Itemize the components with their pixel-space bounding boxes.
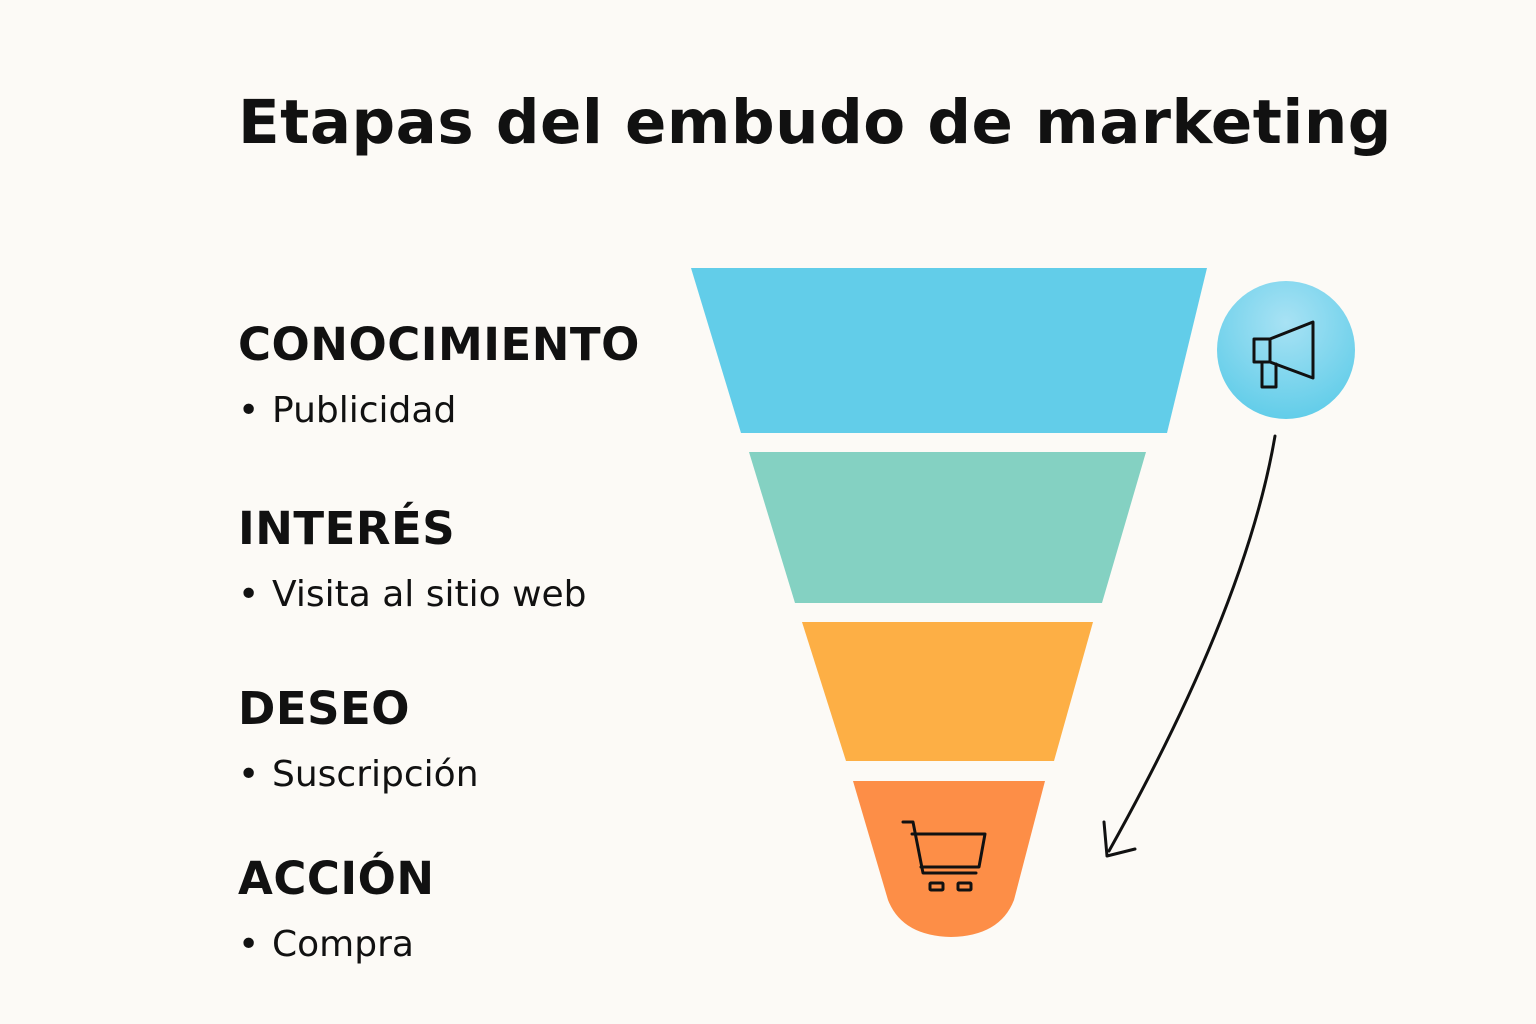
stage-item: • Compra [238,927,435,963]
stage-item-label: Visita al sitio web [272,574,587,615]
bullet: • [238,924,260,965]
funnel-layer-deseo [802,622,1093,761]
stage-item: • Publicidad [238,393,640,429]
stage-item-label: Suscripción [272,754,479,795]
bullet: • [238,574,260,615]
stage-conocimiento: CONOCIMIENTO •Publicidad [238,322,640,429]
funnel-layer-interes [749,452,1146,603]
stage-name: INTERÉS [238,502,456,555]
stage-name: CONOCIMIENTO [238,318,640,371]
stage-name: ACCIÓN [238,852,435,905]
stage-item-label: Compra [272,924,414,965]
stage-deseo: DESEO •Suscripción [238,686,479,793]
funnel-layer-conocimiento [691,268,1207,433]
stage-item: • Suscripción [238,757,479,793]
stage-item-label: Publicidad [272,390,457,431]
page-title: Etapas del embudo de marketing [238,87,1392,158]
stage-name: DESEO [238,682,410,735]
megaphone-badge [1217,281,1355,419]
megaphone-icon [1252,320,1315,389]
stage-item: • Visita al sitio web [238,577,587,613]
stage-interes: INTERÉS •Visita al sitio web [238,506,587,613]
shopping-cart-icon [901,820,987,892]
bullet: • [238,754,260,795]
flow-arrow [1102,434,1277,858]
funnel-layer-accion [853,781,1045,937]
stage-accion: ACCIÓN •Compra [238,856,435,963]
bullet: • [238,390,260,431]
